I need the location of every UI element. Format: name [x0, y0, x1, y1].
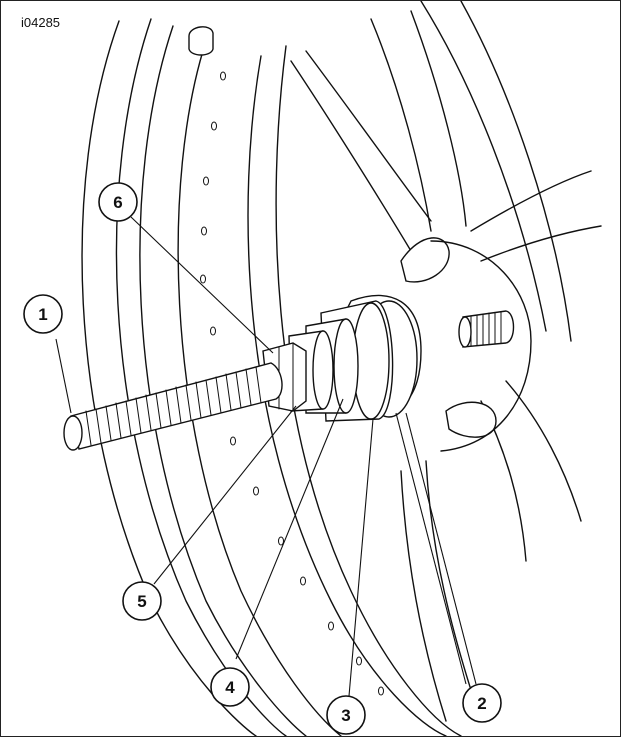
callout-label: 5 — [137, 592, 146, 611]
callout-2: 2 — [462, 683, 502, 723]
rod-threads — [85, 366, 262, 446]
callout-3: 3 — [326, 695, 366, 735]
callout-label: 6 — [113, 193, 122, 212]
callout-1: 1 — [23, 294, 63, 334]
wheel-spokes — [290, 10, 602, 722]
callout-5: 5 — [122, 581, 162, 621]
callout-label: 3 — [341, 706, 350, 725]
callout-label: 2 — [477, 694, 486, 713]
callout-4: 4 — [210, 667, 250, 707]
wheel-rim — [247, 1, 572, 736]
figure-id: i04285 — [21, 15, 61, 30]
callout-label: 4 — [225, 678, 235, 697]
removal-tool — [63, 294, 422, 451]
hub-stud — [458, 310, 515, 348]
leader-lines — [55, 216, 477, 697]
callout-label: 1 — [38, 305, 47, 324]
disc-holes — [200, 71, 384, 696]
callout-6: 6 — [98, 182, 138, 222]
